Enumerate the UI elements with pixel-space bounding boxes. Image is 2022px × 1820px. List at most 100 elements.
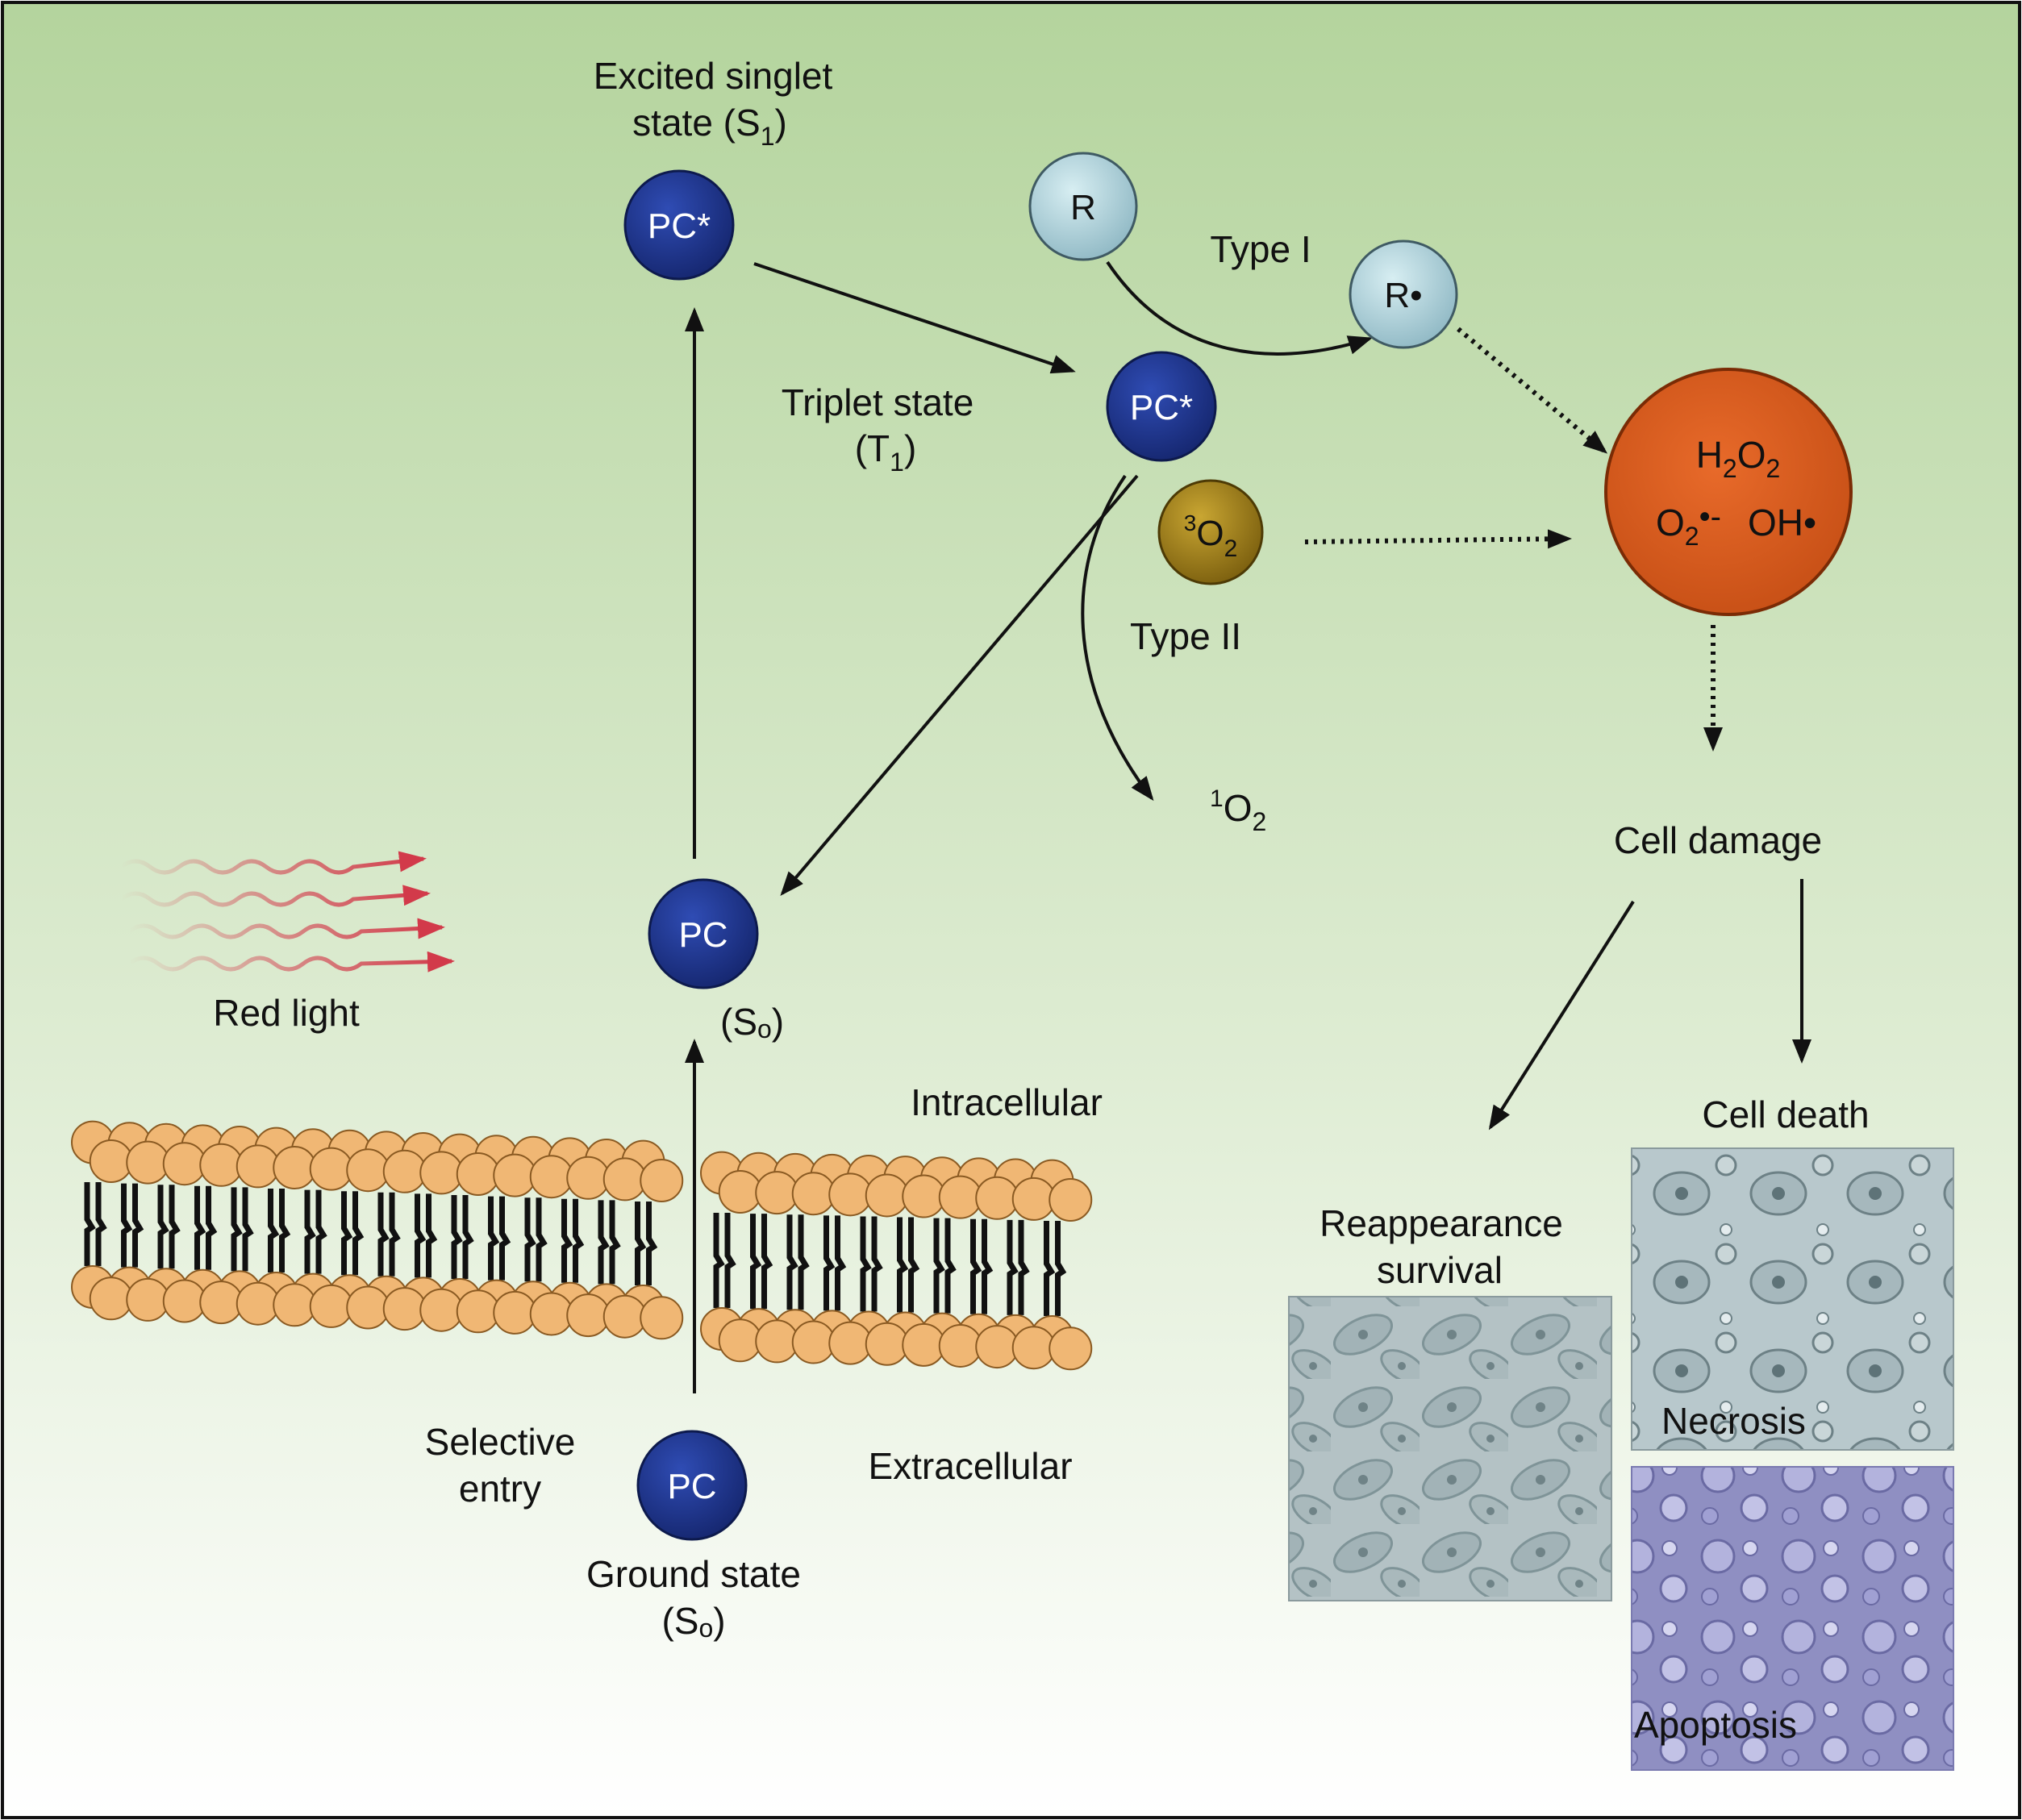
pc-label: PC* [648, 206, 711, 246]
cell-micrograph-survival [1288, 1296, 1612, 1601]
lipid-head [865, 1322, 909, 1366]
lipid-tail [1007, 1219, 1019, 1315]
lipid-tail [536, 1197, 548, 1282]
labels: Excited singlet state (S1) Triplet state… [213, 55, 1869, 1643]
r-label: R [1070, 188, 1096, 227]
pc-label: PC* [1130, 388, 1193, 427]
cell-micrograph-apoptosis: Apoptosis [1631, 1466, 1954, 1771]
lipid-tail [786, 1214, 798, 1310]
reappearance-label: Reappearance [1320, 1202, 1563, 1244]
reactive-oxygen-species-circle: H2O2 O2•- OH• [1604, 368, 1853, 616]
lipid-tail [970, 1218, 982, 1314]
pc-label: PC [678, 915, 728, 955]
red-light-wave-icon [119, 851, 455, 972]
lipid-tail [823, 1215, 836, 1311]
singlet-oxygen-label: 1O2 [1210, 785, 1266, 836]
lipid-tail [1018, 1219, 1030, 1315]
arrows [685, 260, 1811, 1393]
lipid-tail [341, 1191, 353, 1276]
lipid-tail [415, 1193, 427, 1278]
lipid-head [236, 1144, 280, 1189]
excited-singlet-state-label: state (S1) [632, 102, 787, 151]
lipid-tail [499, 1196, 511, 1281]
lipid-head [718, 1318, 762, 1363]
lipid-head [1011, 1177, 1056, 1221]
lipid-tail [315, 1189, 327, 1274]
cell-damage-label: Cell damage [1614, 819, 1822, 861]
lipid-head [975, 1176, 1019, 1220]
lipid-tail [635, 1202, 647, 1285]
superoxide-label: O2•- [1656, 499, 1721, 551]
lipid-head [529, 1292, 573, 1336]
lipid-tail [242, 1187, 254, 1272]
type1-label: Type I [1210, 228, 1311, 270]
lipid-tail [206, 1185, 218, 1270]
lipid-head [566, 1293, 611, 1338]
lipid-tail [304, 1189, 316, 1274]
cell-membrane-bilayer [71, 1120, 684, 1340]
lipid-head [640, 1296, 684, 1340]
lipid-head [755, 1319, 799, 1364]
lipid-head [791, 1172, 836, 1216]
lipid-tail [194, 1185, 206, 1270]
lipid-head [602, 1294, 647, 1339]
lipid-head [1011, 1326, 1056, 1370]
lipid-head [566, 1156, 611, 1200]
pc-excited-singlet-molecule: PC* [623, 169, 735, 281]
arrow-type1 [1106, 260, 1373, 356]
lipid-head [828, 1321, 873, 1365]
h2o2-label: H2O2 [1696, 434, 1781, 483]
lipid-head [640, 1159, 684, 1202]
lipid-head [938, 1175, 982, 1219]
necrosis-label: Necrosis [1661, 1400, 1806, 1442]
lipid-head [89, 1139, 133, 1183]
lipid-tail [157, 1185, 169, 1269]
lipid-tail [389, 1192, 401, 1276]
r-radical-molecule: R• [1349, 239, 1458, 349]
lipid-head [126, 1277, 170, 1322]
lipid-head [718, 1170, 762, 1214]
pc-membrane-molecule: PC [648, 878, 759, 989]
lipid-head [309, 1147, 353, 1191]
r-molecule: R [1028, 152, 1138, 261]
lipid-tail [897, 1217, 909, 1313]
lipid-tail [169, 1185, 181, 1269]
lipid-head [273, 1283, 317, 1327]
lipid-tail [860, 1216, 872, 1312]
lipid-head [456, 1289, 500, 1334]
ground-state-label: Ground state [586, 1553, 801, 1595]
lipid-head [493, 1153, 537, 1197]
lipid-tail [524, 1197, 536, 1282]
triplet-state-sub-label: (T1) [855, 427, 917, 477]
lipid-tail [84, 1182, 96, 1266]
cell-micrograph-necrosis: Necrosis [1631, 1147, 1954, 1451]
lipid-head [755, 1171, 799, 1215]
lipid-tail [933, 1218, 945, 1314]
lipid-tail [95, 1182, 107, 1266]
selective-entry-label: Selective [425, 1421, 576, 1463]
intracellular-label: Intracellular [911, 1081, 1103, 1123]
lipid-head [126, 1140, 170, 1185]
triplet-oxygen-label: 3O2 [1184, 510, 1238, 562]
lipid-head [346, 1148, 390, 1193]
lipid-head [938, 1323, 982, 1368]
lipid-tail [231, 1187, 243, 1272]
lipid-head [382, 1287, 427, 1331]
lipid-tail [798, 1214, 810, 1310]
lipid-head [419, 1288, 464, 1332]
lipid-tail [761, 1214, 773, 1310]
lipid-tail [713, 1213, 725, 1308]
lipid-head [346, 1285, 390, 1330]
arrow-intersystem-crossing [753, 262, 1076, 374]
lipid-head [902, 1322, 946, 1367]
pc-triplet-molecule: PC* [1106, 351, 1217, 462]
apoptosis-label: Apoptosis [1634, 1704, 1797, 1746]
lipid-tail [609, 1200, 621, 1285]
lipid-tail [724, 1213, 736, 1308]
lipid-head [865, 1173, 909, 1218]
arrow-type2 [1081, 474, 1154, 802]
lipid-tail [279, 1189, 291, 1272]
lipid-tail [944, 1218, 957, 1314]
lipid-head [1049, 1326, 1093, 1371]
